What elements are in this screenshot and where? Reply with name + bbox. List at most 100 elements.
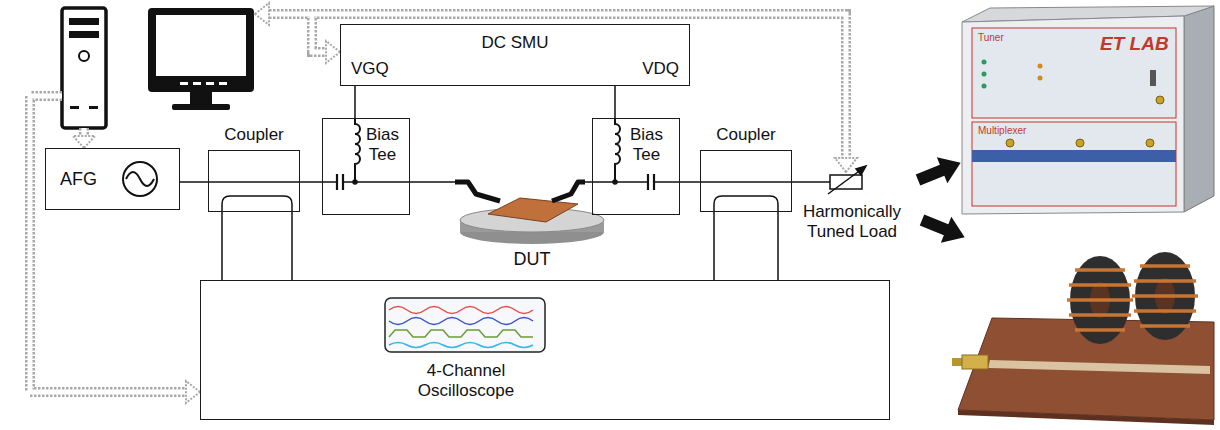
control-bus (30, 14, 846, 392)
load-board-photo (1132, 266, 1198, 326)
tuner-instrument-photo (972, 150, 1176, 162)
control-bus (312, 14, 326, 52)
tuner-instrument-photo (962, 16, 1184, 214)
computer-icon (89, 106, 98, 109)
load-board-photo (952, 252, 1214, 425)
tunable-load-symbol (830, 175, 862, 189)
brand-label: ET LAB (1100, 32, 1169, 55)
tunable-load-symbol (828, 169, 862, 194)
transistor-dut (410, 181, 455, 183)
box-label: 4-Channel Oscilloscope (401, 361, 531, 401)
computer-icon (180, 82, 188, 85)
tuner-instrument-photo (1150, 70, 1156, 86)
panel-label: Multiplexer (978, 125, 1026, 137)
control-bus (82, 128, 87, 136)
computer-icon (69, 18, 99, 25)
control-bus (269, 14, 846, 158)
transistor-dut (455, 182, 500, 201)
signal-wire (300, 181, 322, 183)
tuner-instrument-photo (1076, 139, 1084, 147)
coupler-lines (700, 181, 792, 183)
transistor-dut (585, 181, 592, 183)
tuner-instrument-photo (982, 72, 987, 77)
coupler-box: Coupler (208, 150, 300, 212)
scope-screen (389, 307, 533, 314)
control-bus (79, 128, 89, 136)
computer-icon (69, 31, 99, 38)
control-bus (30, 96, 186, 392)
signal-wire (713, 212, 715, 280)
control-bus (835, 158, 857, 172)
tuner-instrument-photo (962, 6, 1214, 214)
generator-box: AFG (45, 148, 180, 210)
tunable-load-symbol (792, 181, 830, 183)
scope-screen (385, 298, 545, 352)
bias-tee-circuit (613, 180, 617, 184)
control-bus (30, 3, 857, 403)
signal-wire (180, 181, 208, 183)
tuner-instrument-photo (1184, 6, 1214, 212)
bias-tee-circuit (322, 118, 680, 190)
control-bus (186, 381, 200, 403)
box-label: AFG (60, 168, 97, 190)
load-label: Harmonically Tuned Load (791, 202, 913, 242)
coupler-lines (208, 181, 300, 183)
sine-source-symbol (126, 172, 154, 186)
bias-tee-circuit (615, 118, 620, 182)
pointer-arrow (913, 150, 966, 193)
tuner-instrument-photo (982, 60, 987, 65)
tuner-instrument-photo (982, 84, 987, 89)
tuner-instrument-photo (1038, 76, 1043, 81)
bias-tee-circuit (355, 118, 360, 182)
scope-screen (385, 298, 545, 352)
load-board-photo (1067, 270, 1133, 330)
computer-icon (79, 51, 89, 61)
sine-source-symbol (123, 162, 157, 196)
coupler-lines (222, 196, 292, 212)
computer-icon (193, 82, 201, 85)
tuner-instrument-photo (1156, 96, 1164, 104)
tuner-instrument-photo (972, 122, 1176, 206)
control-bus (269, 14, 846, 158)
bias-tee-box: Bias Tee (592, 118, 680, 215)
computer-icon (62, 8, 254, 128)
dut-label: DUT (514, 248, 551, 270)
signal-wire (354, 86, 356, 118)
scope-screen (389, 330, 533, 337)
computer-icon (172, 104, 230, 110)
computer-icon (190, 92, 212, 104)
box-label: Bias Tee (366, 125, 399, 165)
bias-tee-circuit (353, 180, 357, 184)
sine-source-symbol (123, 162, 157, 196)
computer-icon (206, 82, 214, 85)
control-bus (73, 136, 95, 148)
signal-wire (777, 212, 779, 280)
load-board-photo (958, 410, 1214, 425)
scope-screen (389, 318, 533, 325)
signal-wire (221, 212, 223, 280)
pointer-arrow (913, 150, 970, 250)
box-label: Bias Tee (630, 125, 663, 165)
control-bus (326, 41, 340, 63)
bias-tee-circuit (322, 181, 410, 183)
transistor-dut (552, 182, 585, 201)
tuner-instrument-photo (1038, 64, 1043, 69)
box-label: VDQ (642, 59, 679, 79)
oscilloscope-box: 4-Channel Oscilloscope (200, 280, 890, 420)
box-label: VGQ (351, 59, 389, 79)
panel-label: Tuner (978, 32, 1004, 44)
control-bus (73, 3, 857, 403)
load-board-photo (962, 355, 988, 369)
tunable-load-symbol (792, 166, 866, 194)
bias-tee-circuit (648, 174, 654, 190)
signal-wire (680, 181, 700, 183)
bias-tee-box: Bias Tee (322, 118, 410, 215)
computer-icon (219, 82, 227, 85)
control-bus (30, 96, 186, 392)
computer-icon (70, 106, 79, 109)
coupler-box: Coupler (700, 150, 792, 212)
